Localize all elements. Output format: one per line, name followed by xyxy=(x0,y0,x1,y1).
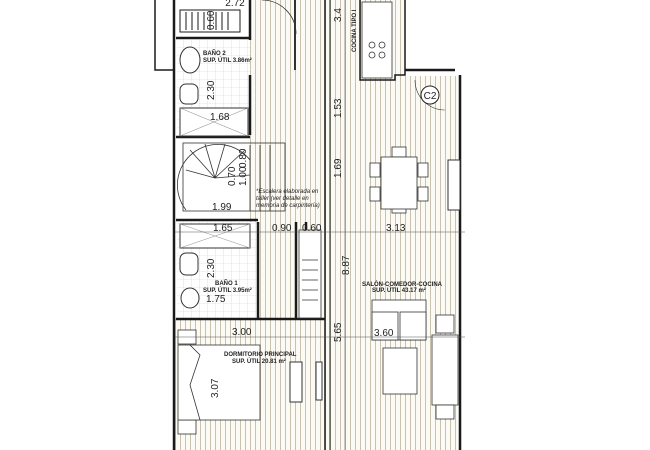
stair-note-line-1: *Escalera elaborada en xyxy=(256,189,319,195)
cabinet xyxy=(447,159,461,211)
dim-top-right: 3.4 xyxy=(333,8,344,22)
bath1-area: SUP. ÚTIL 3.95m² xyxy=(203,287,252,294)
dim-bedroom-w: 3.00 xyxy=(232,327,252,338)
spiral-stair xyxy=(177,142,286,212)
dim-153: 1.53 xyxy=(333,98,344,118)
dim-bath1-h: 2.30 xyxy=(206,258,217,278)
dim-bedroom-h: 3.07 xyxy=(210,378,221,398)
bedroom-area: SUP. ÚTIL 20.81 m² xyxy=(232,358,286,365)
stair-note-line-3: memoria de carpintería) xyxy=(256,203,320,209)
living-area: SUP. ÚTIL 43.17 m² xyxy=(372,287,426,294)
dim-shower2-w: 1.68 xyxy=(210,112,230,123)
dim-door-w: 0.90 xyxy=(272,223,292,234)
dim-stair-w: 1.99 xyxy=(212,202,232,213)
bath2-area: SUP. ÚTIL 3.86m² xyxy=(203,57,252,64)
dim-total-h: 8.87 xyxy=(341,255,352,275)
living-name: SALÓN-COMEDOR-COCINA xyxy=(362,280,443,288)
tv-unit xyxy=(289,361,303,403)
dim-closet-depth: 0.60 xyxy=(206,10,217,30)
toilet-icon xyxy=(179,252,199,276)
dim-565: 5.65 xyxy=(333,322,344,342)
dim-bath2-h: 2.30 xyxy=(206,80,217,100)
dim-shower1-w: 1.65 xyxy=(213,223,233,234)
door-tag-label: C2 xyxy=(424,91,437,102)
sofa xyxy=(371,299,459,420)
closet-top xyxy=(179,9,241,33)
dining-table xyxy=(369,146,429,214)
stair-note-line-2: taller (ver detalle en xyxy=(256,196,309,202)
door-tag xyxy=(420,85,440,105)
dimensions: 2.72 0.60 2.30 1.68 3.4 1.53 1.69 0.80 1… xyxy=(206,0,406,398)
dim-169: 1.69 xyxy=(333,158,344,178)
dim-duct-w: 0.60 xyxy=(302,223,322,234)
bed xyxy=(177,329,261,435)
dim-bath1-w: 1.75 xyxy=(206,294,226,305)
bath2-name: BAÑO 2 xyxy=(203,50,226,57)
dimension-lines xyxy=(175,0,465,450)
exterior-notch xyxy=(405,0,465,76)
dim-stair-a: 0.80 xyxy=(238,148,249,168)
bedroom-name: DORMITORIO PRINCIPAL xyxy=(224,352,297,358)
dim-sofa-w: 3.60 xyxy=(374,328,394,339)
sink-icon xyxy=(179,46,201,74)
sink-icon xyxy=(180,287,200,309)
toilet-icon xyxy=(179,83,199,105)
dim-stair-c: 0.70 xyxy=(227,166,238,186)
kitchen-label: COCINA TIPO I xyxy=(352,9,358,52)
kitchen-counter xyxy=(361,1,393,79)
dim-stair-b: 1.00 xyxy=(238,166,249,186)
dim-living-w: 3.13 xyxy=(386,223,406,234)
wardrobe-handle xyxy=(315,361,323,401)
duct xyxy=(298,229,322,319)
dim-top-closet: 2.72 xyxy=(225,0,245,9)
bath1-name: BAÑO 1 xyxy=(215,280,238,287)
